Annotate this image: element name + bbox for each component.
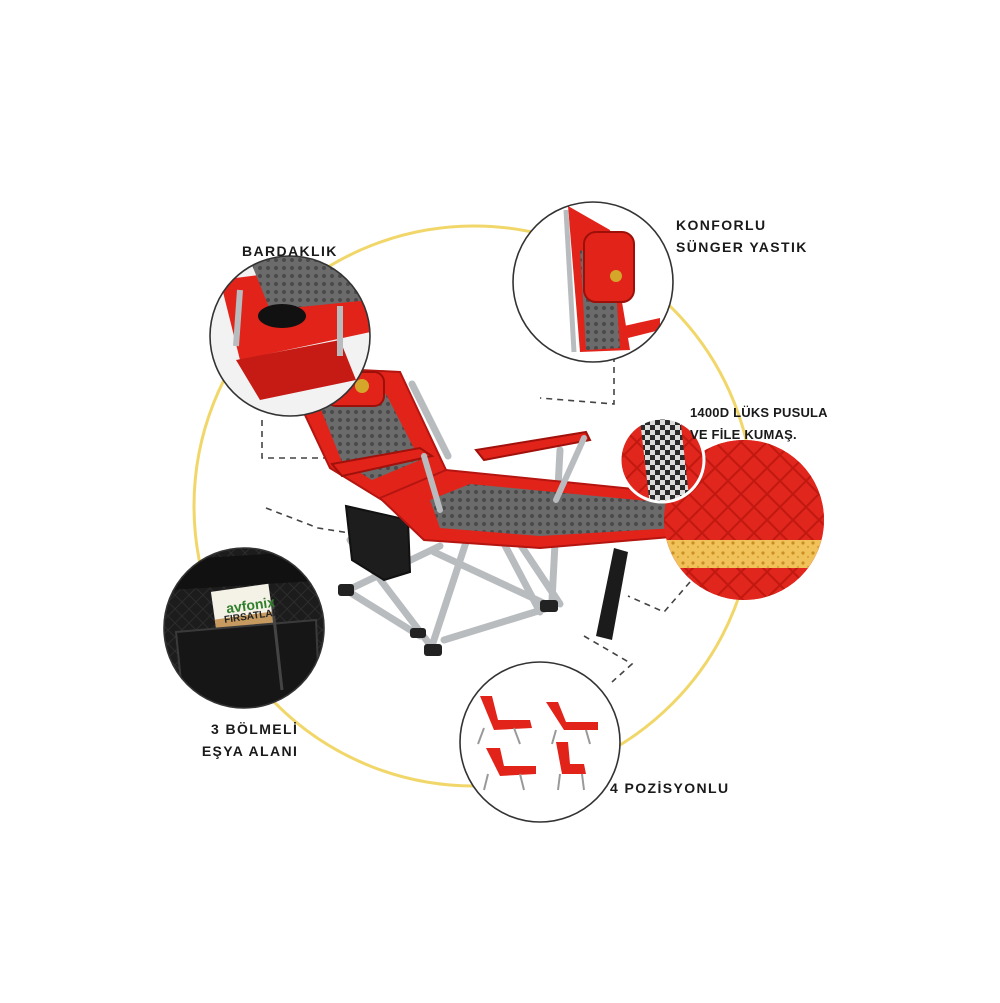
callout-text-line2: SÜNGER YASTIK [676, 239, 808, 255]
callout-text-line1: 3 BÖLMELİ [211, 721, 299, 737]
pillow-detail-circle [512, 201, 674, 363]
callout-text-line2: VE FİLE KUMAŞ. [690, 427, 797, 442]
callout-label-konforlu: KONFORLU SÜNGER YASTIK [676, 214, 808, 258]
callout-label-kumas: 1400D LÜKS PUSULA VE FİLE KUMAŞ. [690, 402, 828, 446]
dashed-leader-lines [261, 356, 691, 683]
cupholder-detail-circle [209, 255, 371, 417]
callout-text-line1: KONFORLU [676, 217, 767, 233]
callout-text-line1: 1400D LÜKS PUSULA [690, 405, 828, 420]
callout-label-bolmeli: 3 BÖLMELİ EŞYA ALANI [195, 718, 298, 762]
callout-text-line2: EŞYA ALANI [201, 743, 299, 759]
callout-label-pozisyon: 4 POZİSYONLU [610, 777, 729, 799]
callout-label-bardaklik: BARDAKLIK [242, 240, 338, 262]
callout-text: 4 POZİSYONLU [610, 780, 730, 796]
mesh-detail-circle [618, 416, 706, 504]
positions-detail-circle [459, 661, 621, 823]
callout-text: BARDAKLIK [242, 243, 338, 259]
storage-detail-circle [163, 547, 325, 709]
